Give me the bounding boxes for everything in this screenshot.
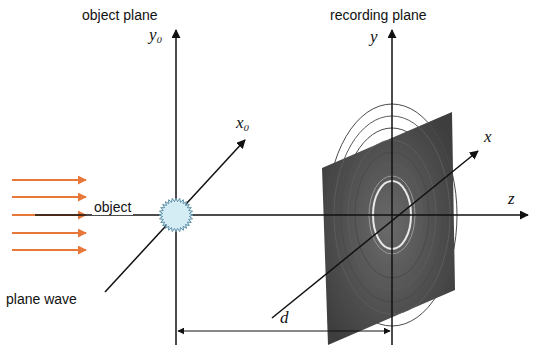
- plane-title: object plane: [82, 8, 158, 23]
- wave-label: plane wave: [6, 292, 77, 307]
- recording-plane: [322, 112, 455, 345]
- axis-label: y₀: [149, 26, 162, 45]
- object-label: object: [92, 200, 133, 215]
- axis-label: y: [370, 28, 378, 47]
- plane-title: recording plane: [330, 8, 427, 23]
- axis-label: z: [508, 190, 515, 209]
- axes: [35, 30, 528, 345]
- distance-label: d: [280, 309, 289, 328]
- distance-dimension: [178, 330, 390, 331]
- object-particle: [159, 198, 193, 232]
- axis-label: x₀: [236, 114, 249, 133]
- axis-label: x: [484, 128, 492, 147]
